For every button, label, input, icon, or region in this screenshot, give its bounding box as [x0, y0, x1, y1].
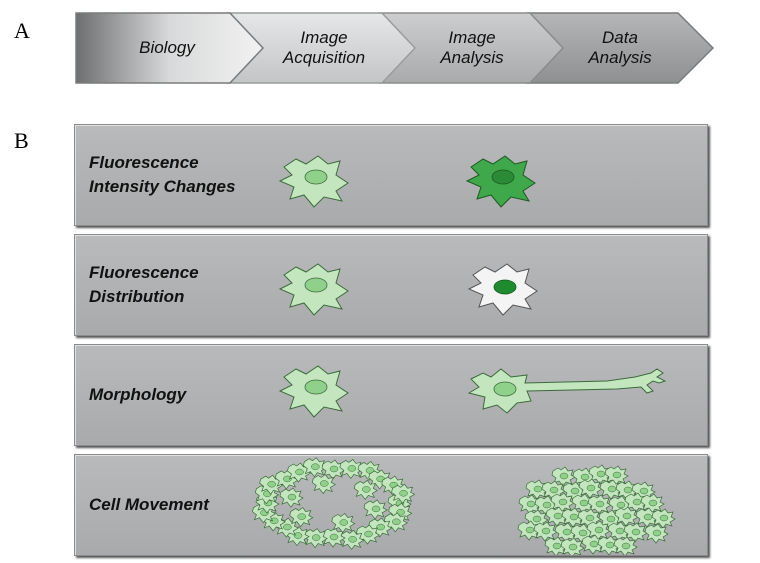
- small-cell: [353, 479, 379, 500]
- small-cell: [321, 459, 346, 480]
- panel-label-a: A: [14, 18, 30, 43]
- small-cell: [391, 483, 416, 504]
- small-cell: [560, 537, 585, 555]
- small-cell: [287, 462, 312, 483]
- small-cell: [321, 527, 346, 548]
- small-cell: [340, 529, 365, 550]
- cell-normal: [278, 263, 349, 316]
- small-cell: [640, 493, 665, 514]
- small-cell: [311, 474, 336, 495]
- pipeline-diagram: [75, 12, 715, 84]
- small-cell: [550, 492, 575, 513]
- small-cell: [279, 487, 304, 508]
- cell-movement-illustration: [252, 457, 676, 555]
- cell-normal: [278, 155, 349, 208]
- row-label: Cell Movement: [89, 495, 209, 514]
- small-cell: [644, 523, 669, 544]
- small-cell: [289, 507, 314, 528]
- small-cell: [651, 508, 676, 529]
- chevron-biology: [75, 12, 265, 84]
- panel-label-b: B: [14, 128, 29, 153]
- cell-normal: [278, 365, 349, 418]
- small-cell: [259, 474, 284, 495]
- small-cell: [614, 506, 639, 527]
- small-cell: [586, 520, 611, 541]
- small-cell: [623, 522, 648, 543]
- small-cell: [302, 457, 328, 478]
- cell-bright: [465, 155, 536, 208]
- row-label: Morphology: [89, 385, 187, 404]
- small-cell: [613, 536, 638, 555]
- small-cell: [339, 458, 364, 479]
- small-cell: [533, 521, 558, 542]
- small-cell: [604, 465, 629, 486]
- row-cell-movement: Cell Movement: [74, 454, 708, 556]
- small-cell: [578, 478, 603, 499]
- small-cell: [363, 499, 388, 520]
- cell-nuclear-localized: [467, 263, 538, 316]
- small-cell: [331, 513, 356, 534]
- step-biology: Biology: [139, 38, 195, 57]
- row-morphology: Morphology: [74, 344, 708, 446]
- small-cell: [303, 528, 328, 549]
- cell-elongated: [467, 368, 667, 414]
- small-cell: [551, 466, 576, 487]
